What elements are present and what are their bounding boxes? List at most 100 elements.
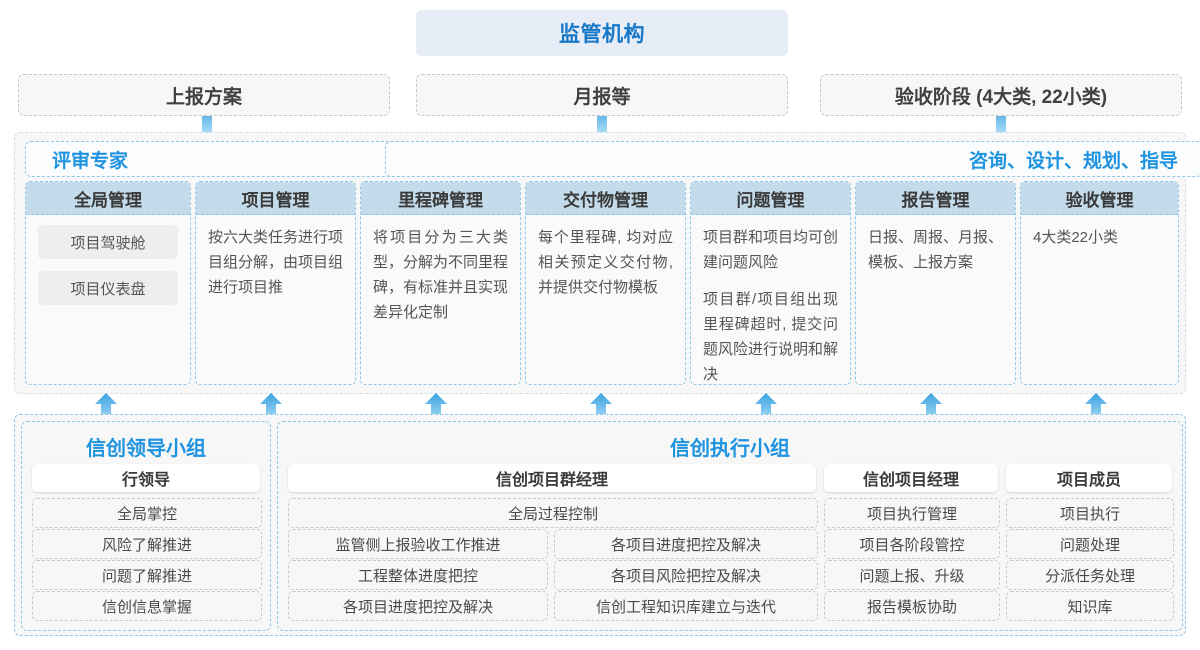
card-body: 项目群和项目均可创建问题风险 项目群/项目组出现里程碑超时, 提交问题风险进行说…: [691, 215, 850, 384]
card-paragraph: 日报、周报、月报、模板、上报方案: [868, 229, 1004, 271]
card-body: 每个里程碑, 均对应相关预定义交付物,并提供交付物模板: [526, 215, 685, 308]
list-item-label: 项目执行管理: [866, 505, 957, 523]
column-head-project-member[interactable]: 项目成员: [1006, 464, 1172, 492]
column-head-label: 信创项目经理: [862, 472, 959, 489]
card-deliverable-management[interactable]: 交付物管理 每个里程碑, 均对应相关预定义交付物,并提供交付物模板: [525, 181, 686, 385]
card-title: 项目管理: [196, 182, 355, 215]
list-item[interactable]: 知识库: [1006, 591, 1174, 621]
list-item-label: 全局掌控: [116, 505, 177, 523]
chip-item[interactable]: 项目仪表盘: [38, 271, 178, 305]
arrow-up-card-7: [1085, 393, 1107, 421]
card-milestone-management[interactable]: 里程碑管理 将项目分为三大类型，分解为不同里程碑，有标准并且实现差异化定制: [360, 181, 521, 385]
list-item-label: 各项目进度把控及解决: [610, 536, 761, 554]
list-item-label: 风险了解推进: [101, 536, 192, 554]
list-item-label: 分派任务处理: [1044, 567, 1135, 585]
report-box-acceptance: 验收阶段 (4大类, 22小类): [820, 74, 1182, 116]
card-paragraph: 将项目分为三大类型，分解为不同里程碑，有标准并且实现差异化定制: [373, 229, 509, 321]
card-body: 项目驾驶舱 项目仪表盘: [26, 215, 190, 325]
list-item[interactable]: 问题了解推进: [32, 560, 262, 590]
group-execution: 信创执行小组 信创项目群经理 全局过程控制 监管侧上报验收工作推进 工程整体进度…: [277, 421, 1183, 631]
list-item-label: 项目各阶段管控: [859, 536, 965, 554]
card-paragraph: 按六大类任务进行项目组分解，由项目组进行项目推: [208, 229, 344, 296]
list-item[interactable]: 分派任务处理: [1006, 560, 1174, 590]
report-box-monthly: 月报等: [416, 74, 788, 116]
report-label: 上报方案: [165, 86, 242, 108]
regulator-label: 监管机构: [559, 23, 645, 46]
card-global-management[interactable]: 全局管理 项目驾驶舱 项目仪表盘: [25, 181, 191, 385]
report-box-upload-plan: 上报方案: [18, 74, 390, 116]
list-item-label: 工程整体进度把控: [357, 567, 478, 585]
list-item[interactable]: 项目执行管理: [824, 498, 1000, 528]
card-body: 将项目分为三大类型，分解为不同里程碑，有标准并且实现差异化定制: [361, 215, 520, 333]
list-item[interactable]: 问题上报、升级: [824, 560, 1000, 590]
card-title: 交付物管理: [526, 182, 685, 215]
column-head-label: 行领导: [121, 472, 170, 489]
report-label: 验收阶段 (4大类, 22小类): [894, 86, 1108, 108]
card-issue-management[interactable]: 问题管理 项目群和项目均可创建问题风险 项目群/项目组出现里程碑超时, 提交问题…: [690, 181, 851, 385]
list-item-label: 报告模板协助: [866, 598, 957, 616]
role-label: 评审专家: [52, 150, 129, 172]
list-item[interactable]: 各项目进度把控及解决: [288, 591, 548, 621]
list-item[interactable]: 报告模板协助: [824, 591, 1000, 621]
list-item-label: 信创工程知识库建立与迭代: [595, 598, 776, 616]
list-item-label: 问题处理: [1059, 536, 1120, 554]
middle-panel: 评审专家 咨询、设计、规划、指导 全局管理 项目驾驶舱 项目仪表盘 项目管理 按…: [14, 132, 1200, 394]
card-title: 问题管理: [691, 182, 850, 215]
list-item-label: 全局过程控制: [507, 505, 598, 523]
list-item[interactable]: 项目执行: [1006, 498, 1174, 528]
bottom-panel: 信创领导小组 行领导 全局掌控 风险了解推进 问题了解推进 信创信息掌握 信创执…: [14, 414, 1186, 636]
column-head-label: 项目成员: [1056, 472, 1121, 489]
list-item[interactable]: 风险了解推进: [32, 529, 262, 559]
card-paragraph: 每个里程碑, 均对应相关预定义交付物,并提供交付物模板: [538, 229, 673, 296]
regulator-box: 监管机构: [416, 10, 788, 56]
role-bar-consulting: 咨询、设计、规划、指导: [385, 141, 1200, 177]
list-item-label: 各项目风险把控及解决: [610, 567, 761, 585]
list-item[interactable]: 全局掌控: [32, 498, 262, 528]
group-title: 信创执行小组: [670, 438, 790, 460]
card-body: 按六大类任务进行项目组分解，由项目组进行项目推: [196, 215, 355, 308]
list-item[interactable]: 问题处理: [1006, 529, 1174, 559]
list-item-label: 知识库: [1067, 598, 1113, 616]
card-paragraph: 项目群/项目组出现里程碑超时, 提交问题风险进行说明和解决: [703, 291, 839, 383]
list-item[interactable]: 各项目进度把控及解决: [554, 529, 818, 559]
column-head-project-manager[interactable]: 信创项目经理: [824, 464, 998, 492]
list-item[interactable]: 工程整体进度把控: [288, 560, 548, 590]
group-title: 信创领导小组: [86, 438, 206, 460]
list-item[interactable]: 信创信息掌握: [32, 591, 262, 621]
arrow-up-card-5: [755, 393, 777, 421]
arrow-up-card-3: [425, 393, 447, 421]
report-label: 月报等: [573, 86, 631, 108]
card-body: 4大类22小类: [1021, 215, 1178, 258]
list-item-label: 各项目进度把控及解决: [342, 598, 493, 616]
card-report-management[interactable]: 报告管理 日报、周报、月报、模板、上报方案: [855, 181, 1016, 385]
list-item[interactable]: 监管侧上报验收工作推进: [288, 529, 548, 559]
role-label: 咨询、设计、规划、指导: [968, 150, 1178, 172]
card-paragraph: 4大类22小类: [1033, 229, 1119, 246]
card-title: 验收管理: [1021, 182, 1178, 215]
chip-item[interactable]: 项目驾驶舱: [38, 225, 178, 259]
arrow-up-card-2: [260, 393, 282, 421]
list-item-wide[interactable]: 全局过程控制: [288, 498, 818, 528]
list-item-label: 信创信息掌握: [101, 598, 192, 616]
column-head-label: 信创项目群经理: [495, 472, 608, 489]
role-bar-review-experts: 评审专家: [25, 141, 405, 177]
arrow-up-card-6: [920, 393, 942, 421]
arrow-up-card-4: [590, 393, 612, 421]
list-item-label: 监管侧上报验收工作推进: [335, 536, 501, 554]
list-item[interactable]: 各项目风险把控及解决: [554, 560, 818, 590]
card-acceptance-management[interactable]: 验收管理 4大类22小类: [1020, 181, 1179, 385]
list-item-label: 项目执行: [1059, 505, 1120, 523]
card-title: 报告管理: [856, 182, 1015, 215]
list-item[interactable]: 信创工程知识库建立与迭代: [554, 591, 818, 621]
card-paragraph: 项目群和项目均可创建问题风险: [703, 229, 839, 271]
group-leadership: 信创领导小组 行领导 全局掌控 风险了解推进 问题了解推进 信创信息掌握: [21, 421, 271, 631]
column-head-program-manager[interactable]: 信创项目群经理: [288, 464, 816, 492]
column-head-bank-leader[interactable]: 行领导: [32, 464, 260, 492]
card-title: 全局管理: [26, 182, 190, 215]
arrow-up-card-1: [95, 393, 117, 421]
card-title: 里程碑管理: [361, 182, 520, 215]
card-body: 日报、周报、月报、模板、上报方案: [856, 215, 1015, 283]
list-item[interactable]: 项目各阶段管控: [824, 529, 1000, 559]
card-project-management[interactable]: 项目管理 按六大类任务进行项目组分解，由项目组进行项目推: [195, 181, 356, 385]
